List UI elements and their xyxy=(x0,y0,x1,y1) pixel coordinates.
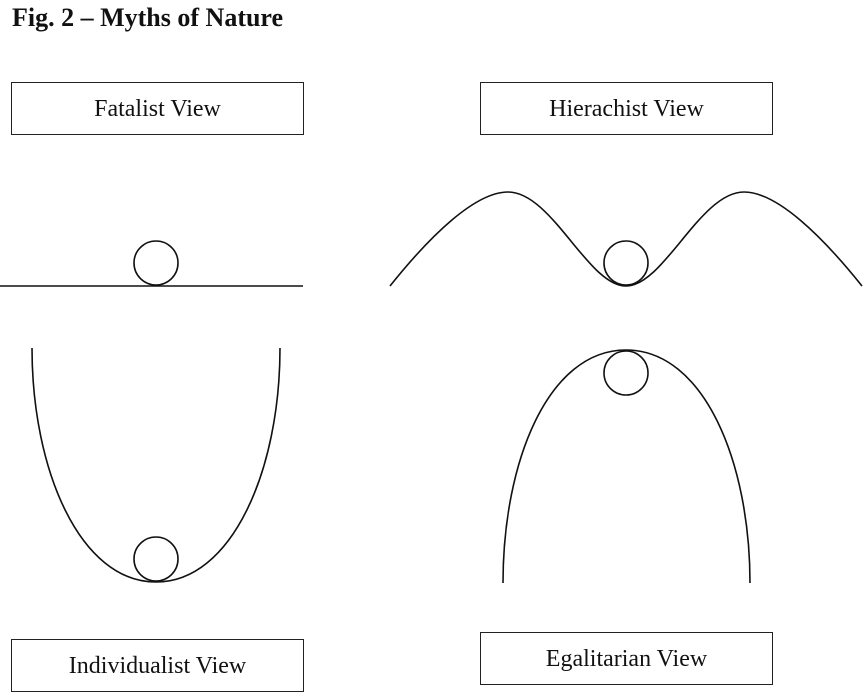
individualist-view-label: Individualist View xyxy=(11,639,304,692)
hierachist-view-text: Hierachist View xyxy=(549,95,704,122)
egalitarian-view-text: Egalitarian View xyxy=(545,645,708,672)
egalitarian-diagram xyxy=(502,349,751,584)
fatalist-view-text: Fatalist View xyxy=(94,95,221,122)
individualist-ball xyxy=(133,536,179,582)
egalitarian-curve xyxy=(502,349,751,584)
fatalist-diagram xyxy=(0,240,303,287)
egalitarian-ball xyxy=(603,350,649,396)
fatalist-view-label: Fatalist View xyxy=(11,82,304,135)
hierachist-diagram xyxy=(389,191,863,287)
hierachist-curve xyxy=(389,191,863,287)
individualist-view-text: Individualist View xyxy=(68,652,247,679)
figure-title: Fig. 2 – Myths of Nature xyxy=(12,3,284,32)
hierachist-view-label: Hierachist View xyxy=(480,82,773,135)
egalitarian-view-label: Egalitarian View xyxy=(480,632,773,685)
fatalist-ball xyxy=(133,240,179,286)
individualist-diagram xyxy=(31,347,281,583)
hierachist-ball xyxy=(603,240,649,286)
individualist-curve xyxy=(31,347,281,583)
